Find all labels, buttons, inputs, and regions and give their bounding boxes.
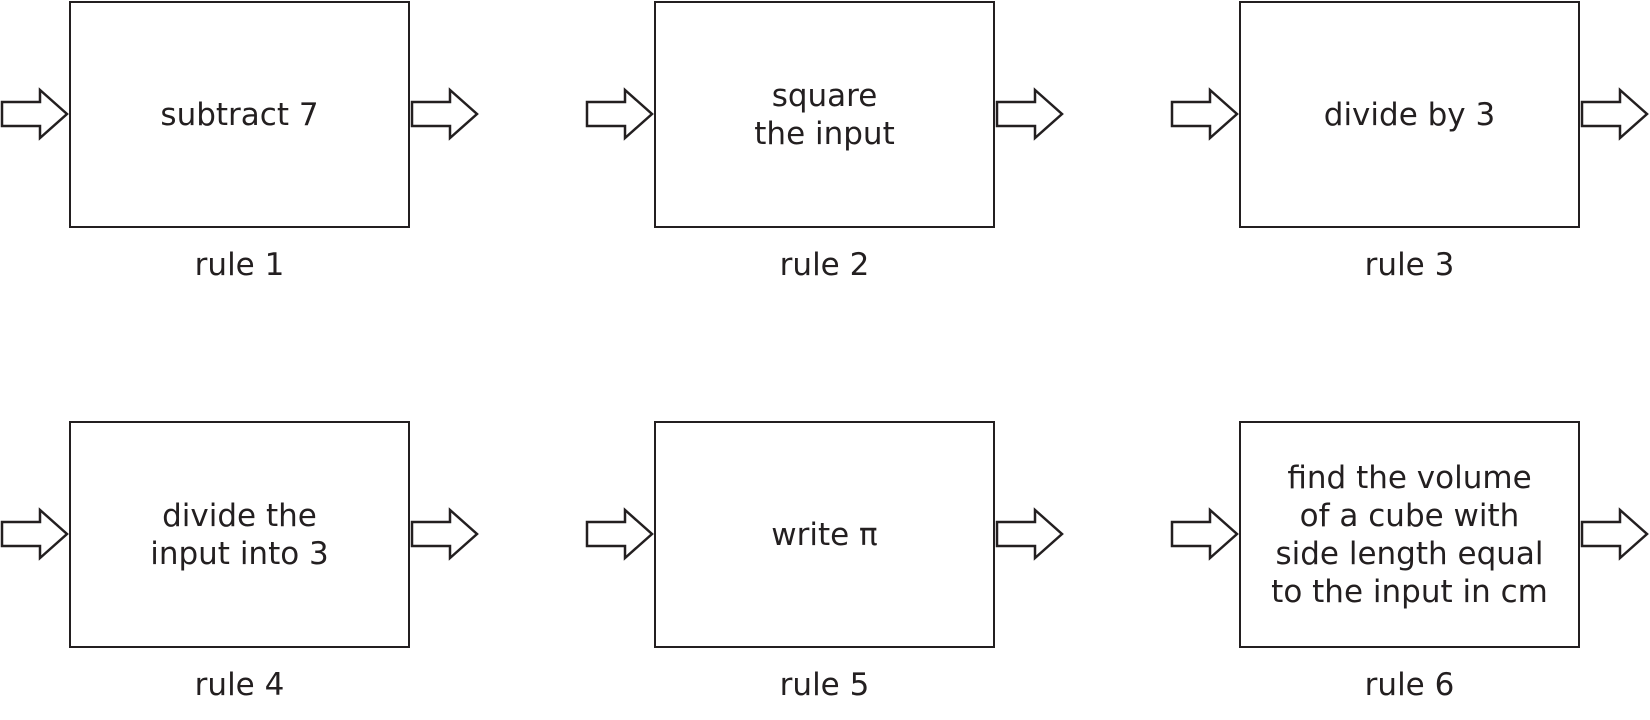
output-arrow-icon: [410, 507, 479, 561]
function-machine-rule-3: divide by 3 rule 3: [1170, 0, 1650, 300]
function-machine-rule-1: subtract 7 rule 1: [0, 0, 585, 300]
rule-description: square the input: [754, 77, 895, 152]
rule-label: rule 1: [194, 247, 285, 283]
rule-description: find the volume of a cube with side leng…: [1271, 459, 1548, 610]
output-arrow-icon: [995, 87, 1064, 141]
input-arrow-icon: [1170, 507, 1239, 561]
rule-description: write π: [771, 516, 878, 553]
output-arrow-icon: [995, 507, 1064, 561]
rule-box: divide the input into 3: [69, 421, 410, 648]
rule-box: subtract 7: [69, 1, 410, 228]
function-machine-rule-4: divide the input into 3 rule 4: [0, 420, 585, 720]
input-arrow-icon: [0, 507, 69, 561]
rule-box: find the volume of a cube with side leng…: [1239, 421, 1580, 648]
output-arrow-icon: [1580, 87, 1649, 141]
rule-label: rule 6: [1364, 667, 1455, 703]
function-machine-rule-5: write π rule 5: [585, 420, 1170, 720]
output-arrow-icon: [410, 87, 479, 141]
output-arrow-icon: [1580, 507, 1649, 561]
rule-box: write π: [654, 421, 995, 648]
function-machine-rule-2: square the input rule 2: [585, 0, 1170, 300]
rule-label: rule 5: [779, 667, 870, 703]
rule-label: rule 4: [194, 667, 285, 703]
rule-description: subtract 7: [160, 96, 319, 133]
rule-label: rule 3: [1364, 247, 1455, 283]
rule-label: rule 2: [779, 247, 870, 283]
input-arrow-icon: [0, 87, 69, 141]
rule-description: divide the input into 3: [150, 497, 329, 572]
rule-box: square the input: [654, 1, 995, 228]
rule-box: divide by 3: [1239, 1, 1580, 228]
input-arrow-icon: [1170, 87, 1239, 141]
input-arrow-icon: [585, 507, 654, 561]
input-arrow-icon: [585, 87, 654, 141]
rule-description: divide by 3: [1323, 96, 1496, 133]
function-machine-rule-6: find the volume of a cube with side leng…: [1170, 420, 1650, 720]
